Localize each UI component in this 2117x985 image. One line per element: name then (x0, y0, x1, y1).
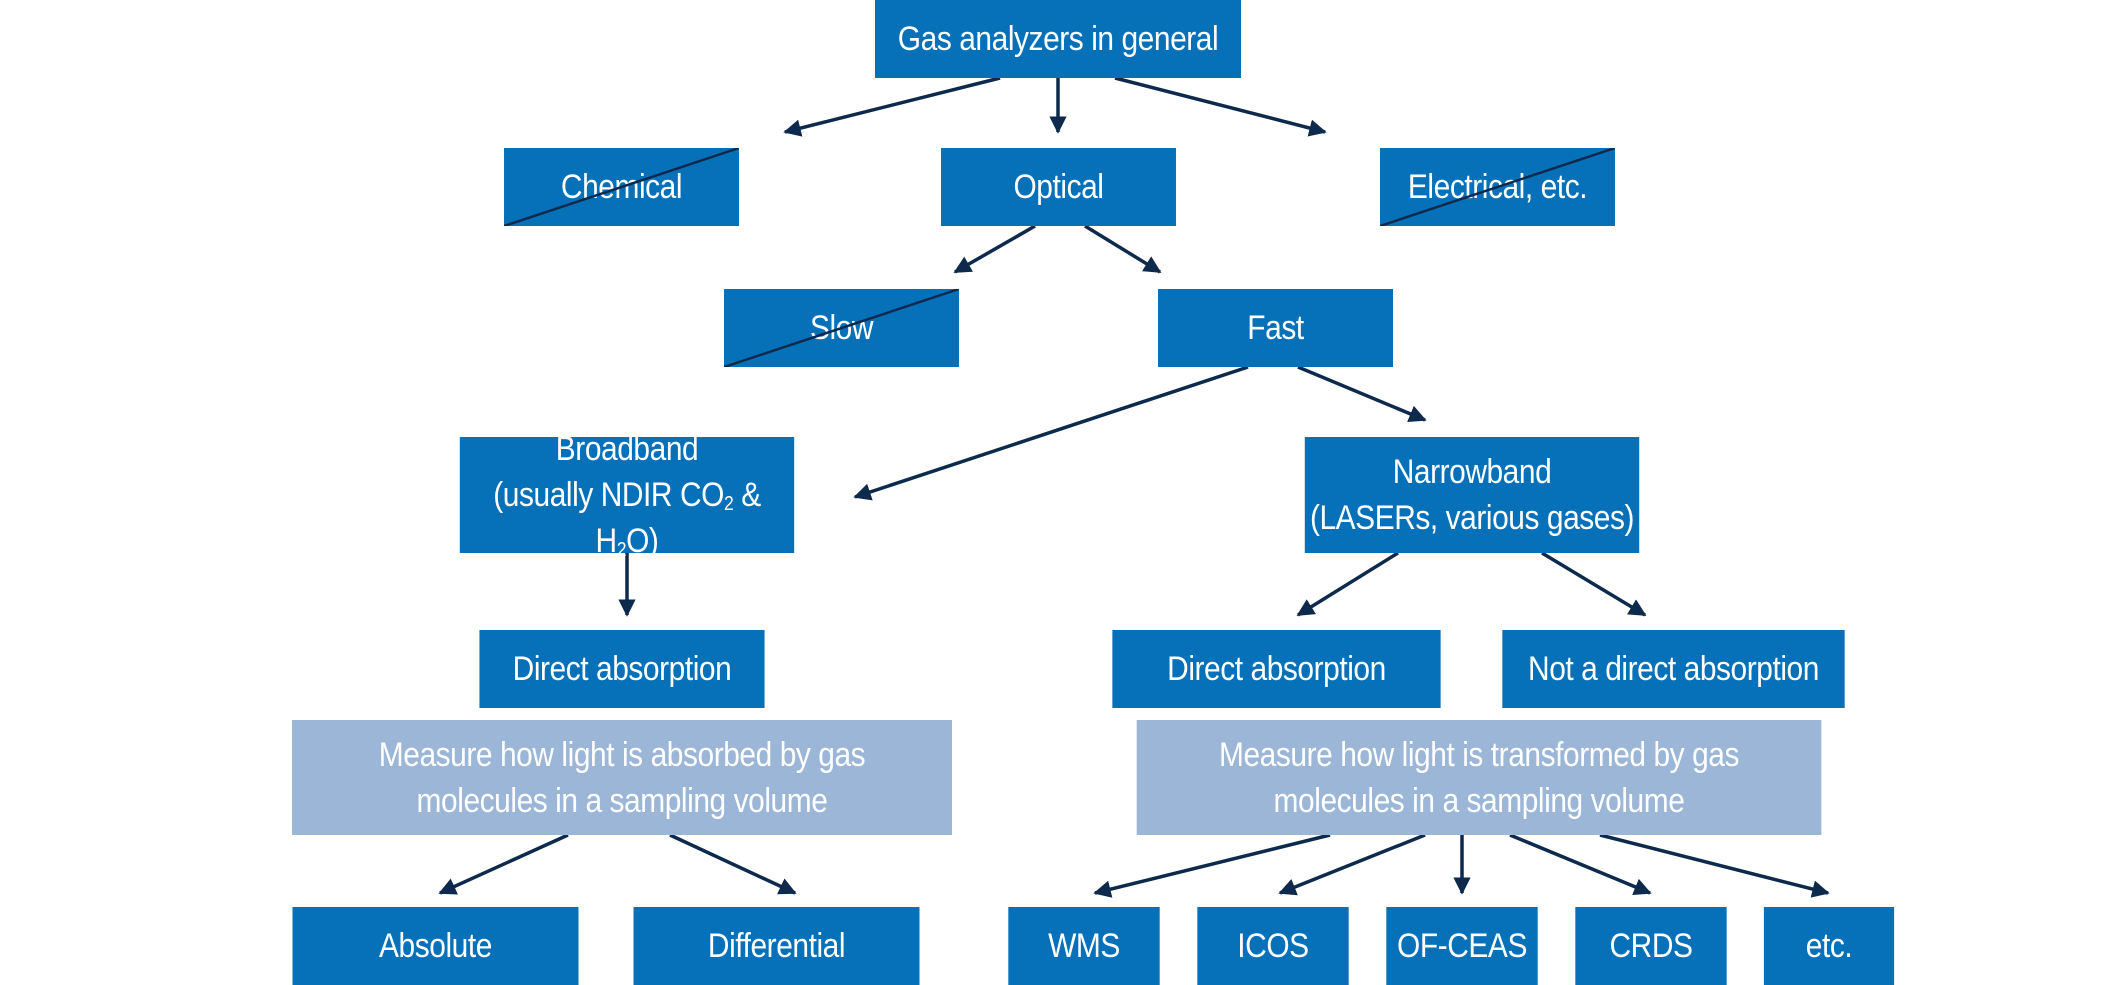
node-icos-label: ICOS (1237, 927, 1309, 965)
node-slow: Slow (724, 289, 959, 367)
node-narrowband-desc: (LASERs, various gases) (1309, 499, 1635, 537)
node-chemical-label: Chemical (560, 168, 683, 206)
arrow-narrowband-direct (1296, 551, 1399, 617)
node-slow-label: Slow (809, 309, 874, 347)
description-measure-transformed: Measure how light is transformed by gas … (1136, 720, 1822, 835)
node-narrowband: Narrowband (LASERs, various gases) (1304, 437, 1640, 553)
node-chemical: Chemical (504, 148, 739, 226)
node-broadband-desc-b: & H (595, 476, 762, 560)
description-line-1: Measure how light is transformed by gas (1219, 735, 1739, 774)
arrow-transformed-icos (1278, 833, 1426, 896)
node-etc-label: etc. (1805, 927, 1853, 965)
node-absolute: Absolute (292, 907, 579, 985)
arrow-transformed-crds (1509, 833, 1652, 896)
node-not-direct-absorption: Not a direct absorption (1502, 630, 1845, 708)
node-narrowband-direct-absorption: Direct absorption (1112, 630, 1441, 708)
node-narrowband-title: Narrowband (1392, 453, 1552, 491)
node-of-ceas-label: OF-CEAS (1397, 927, 1527, 965)
node-narrowband-direct-absorption-label: Direct absorption (1167, 650, 1386, 688)
arrow-transformed-etc (1599, 833, 1830, 898)
node-broadband-label: Broadband (usually NDIR CO2 & H2O) (460, 426, 794, 564)
node-broadband-title: Broadband (555, 430, 699, 468)
node-gas-analyzers-label: Gas analyzers in general (897, 20, 1219, 58)
node-optical: Optical (941, 148, 1176, 226)
node-fast: Fast (1158, 289, 1393, 367)
node-broadband-direct-absorption: Direct absorption (479, 630, 765, 708)
node-differential-label: Differential (707, 927, 846, 965)
subscript-2: 2 (616, 539, 627, 561)
node-optical-label: Optical (1013, 168, 1104, 206)
arrow-absorbed-absolute (438, 833, 569, 895)
node-icos: ICOS (1197, 907, 1349, 985)
node-broadband-desc-a: (usually NDIR CO (493, 476, 724, 514)
arrow-root-chemical (783, 76, 1001, 137)
arrow-fast-broadband (853, 365, 1249, 501)
node-crds: CRDS (1575, 907, 1727, 985)
arrow-optical-slow (953, 224, 1036, 274)
description-measure-absorbed-text: Measure how light is absorbed by gas mol… (378, 732, 866, 824)
description-line-2: molecules in a sampling volume (416, 781, 828, 820)
node-wms: WMS (1008, 907, 1160, 985)
arrow-narrowband-notdirect (1541, 551, 1647, 617)
node-electrical-label: Electrical, etc. (1407, 168, 1588, 206)
node-wms-label: WMS (1048, 927, 1120, 965)
node-crds-label: CRDS (1609, 927, 1693, 965)
node-of-ceas: OF-CEAS (1386, 907, 1538, 985)
subscript-2: 2 (723, 493, 734, 515)
node-fast-label: Fast (1247, 309, 1304, 347)
node-narrowband-label: Narrowband (LASERs, various gases) (1309, 449, 1635, 541)
arrow-root-electrical (1114, 76, 1327, 137)
node-etc: etc. (1763, 907, 1895, 985)
node-differential: Differential (633, 907, 920, 985)
description-line-1: Measure how light is absorbed by gas (378, 735, 866, 774)
arrow-optical-fast (1084, 224, 1162, 274)
node-broadband-direct-absorption-label: Direct absorption (512, 650, 732, 688)
node-broadband: Broadband (usually NDIR CO2 & H2O) (459, 430, 795, 560)
arrow-transformed-wms (1093, 833, 1331, 898)
arrow-fast-narrowband (1297, 365, 1427, 423)
description-line-2: molecules in a sampling volume (1273, 781, 1685, 820)
node-absolute-label: Absolute (379, 927, 492, 965)
arrow-absorbed-differential (669, 833, 797, 895)
description-measure-absorbed: Measure how light is absorbed by gas mol… (292, 720, 952, 835)
node-electrical: Electrical, etc. (1380, 148, 1615, 226)
node-not-direct-absorption-label: Not a direct absorption (1528, 650, 1819, 688)
node-gas-analyzers: Gas analyzers in general (874, 0, 1242, 78)
node-broadband-desc-c: O) (626, 522, 659, 560)
description-measure-transformed-text: Measure how light is transformed by gas … (1219, 732, 1739, 824)
